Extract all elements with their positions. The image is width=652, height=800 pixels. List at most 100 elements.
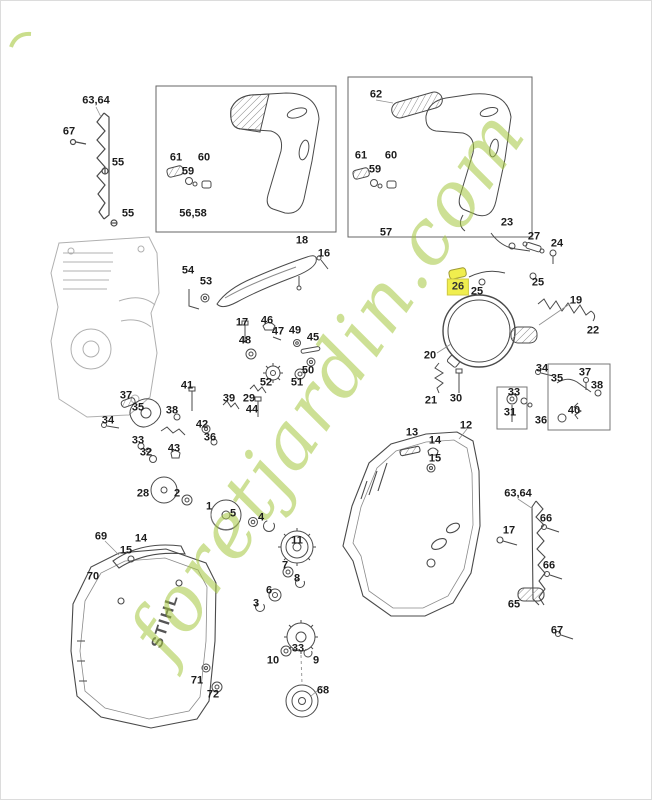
part-label: 30 — [449, 392, 463, 405]
handle-assembly-box-left — [155, 85, 337, 233]
part-label: 44 — [245, 403, 259, 416]
part-label: 49 — [288, 324, 302, 337]
watermark-corner-mark — [9, 31, 32, 48]
right-bracket-assembly — [496, 363, 611, 431]
part-label: 52 — [259, 376, 273, 389]
part-label: 53 — [199, 275, 213, 288]
part-label: 18 — [295, 234, 309, 247]
part-label: 4 — [257, 511, 265, 524]
part-label: 14 — [134, 532, 148, 545]
part-label: 38 — [165, 404, 179, 417]
part-label: 51 — [290, 376, 304, 389]
brake-band-assembly — [434, 294, 596, 394]
part-label: 59 — [181, 165, 195, 178]
right-sprocket-cover — [342, 431, 481, 617]
part-label: 39 — [222, 392, 236, 405]
handle-assembly-box-right — [347, 76, 533, 238]
part-label: 22 — [586, 324, 600, 337]
part-label: 33 — [131, 434, 145, 447]
part-label: 42 — [195, 418, 209, 431]
part-label: 63,64 — [82, 94, 110, 107]
part-label: 20 — [423, 349, 437, 362]
part-label: 56,58 — [179, 207, 207, 220]
part-label: 35 — [131, 401, 145, 414]
part-label: 55 — [111, 156, 125, 169]
part-label: 1 — [205, 500, 213, 513]
part-label: 28 — [136, 487, 150, 500]
part-label: 5 — [229, 507, 237, 520]
part-label: 9 — [312, 654, 320, 667]
part-label: 32 — [139, 446, 153, 459]
part-label: 7 — [281, 559, 289, 572]
part-label: 41 — [180, 379, 194, 392]
center-small-parts — [241, 320, 321, 417]
part-label: 14 — [428, 434, 442, 447]
part-label: 6 — [265, 584, 273, 597]
oil-pump-cluster-left — [101, 386, 240, 463]
part-label: 15 — [119, 544, 133, 557]
part-label: 35 — [550, 372, 564, 385]
part-label: 55 — [121, 207, 135, 220]
part-label: 46 — [260, 314, 274, 327]
part-label: 12 — [459, 419, 473, 432]
part-label: 8 — [293, 572, 301, 585]
part-label: 21 — [424, 394, 438, 407]
part-label: 2 — [173, 487, 181, 500]
part-label: 38 — [590, 379, 604, 392]
part-label: 33 — [507, 386, 521, 399]
part-label: 70 — [86, 570, 100, 583]
part-label: 66 — [542, 559, 556, 572]
sprocket-parts-bottom — [201, 620, 319, 718]
part-label: 47 — [271, 325, 285, 338]
part-label: 25 — [531, 276, 545, 289]
part-label: 65 — [507, 598, 521, 611]
part-label: 37 — [119, 389, 133, 402]
part-label: 36 — [534, 414, 548, 427]
leader-lines — [95, 99, 572, 697]
part-label: 34 — [535, 362, 549, 375]
part-label: 29 — [242, 392, 256, 405]
part-label: 54 — [181, 264, 195, 277]
part-label: 25 — [470, 285, 484, 298]
part-label: 63,64 — [504, 487, 532, 500]
part-label: 11 — [291, 534, 303, 547]
part-label: 67 — [62, 125, 76, 138]
part-label: 17 — [235, 316, 249, 329]
part-label: 3 — [252, 597, 260, 610]
part-label: 72 — [206, 688, 220, 701]
part-label: 24 — [550, 237, 564, 250]
part-label: 67 — [550, 624, 564, 637]
highlighted-part-26 — [448, 267, 467, 280]
part-label: 60 — [384, 149, 398, 162]
clutch-assembly-row — [150, 476, 316, 612]
part-label: 40 — [567, 404, 581, 417]
part-label-highlighted: 26 — [446, 278, 470, 296]
part-label: 19 — [569, 294, 583, 307]
part-label: 71 — [190, 674, 204, 687]
part-label: 36 — [203, 431, 217, 444]
part-label: 60 — [197, 151, 211, 164]
brake-lever-parts — [448, 232, 557, 286]
part-label: 45 — [306, 331, 320, 344]
part-label: 10 — [266, 654, 280, 667]
part-label: 34 — [101, 414, 115, 427]
part-label: 23 — [500, 216, 514, 229]
part-label: 37 — [578, 366, 592, 379]
part-label: 31 — [503, 406, 517, 419]
part-label: 17 — [502, 524, 516, 537]
part-label: 68 — [316, 684, 330, 697]
part-label: 27 — [527, 230, 541, 243]
part-label: 33 — [291, 642, 305, 655]
part-label: 43 — [167, 442, 181, 455]
part-label: 61 — [169, 151, 183, 164]
part-label: 15 — [428, 452, 442, 465]
part-label: 66 — [539, 512, 553, 525]
part-label: 69 — [94, 530, 108, 543]
part-label: 59 — [368, 163, 382, 176]
part-label: 61 — [354, 149, 368, 162]
chain-catcher-strip-left — [69, 112, 118, 227]
part-label: 57 — [379, 226, 393, 239]
